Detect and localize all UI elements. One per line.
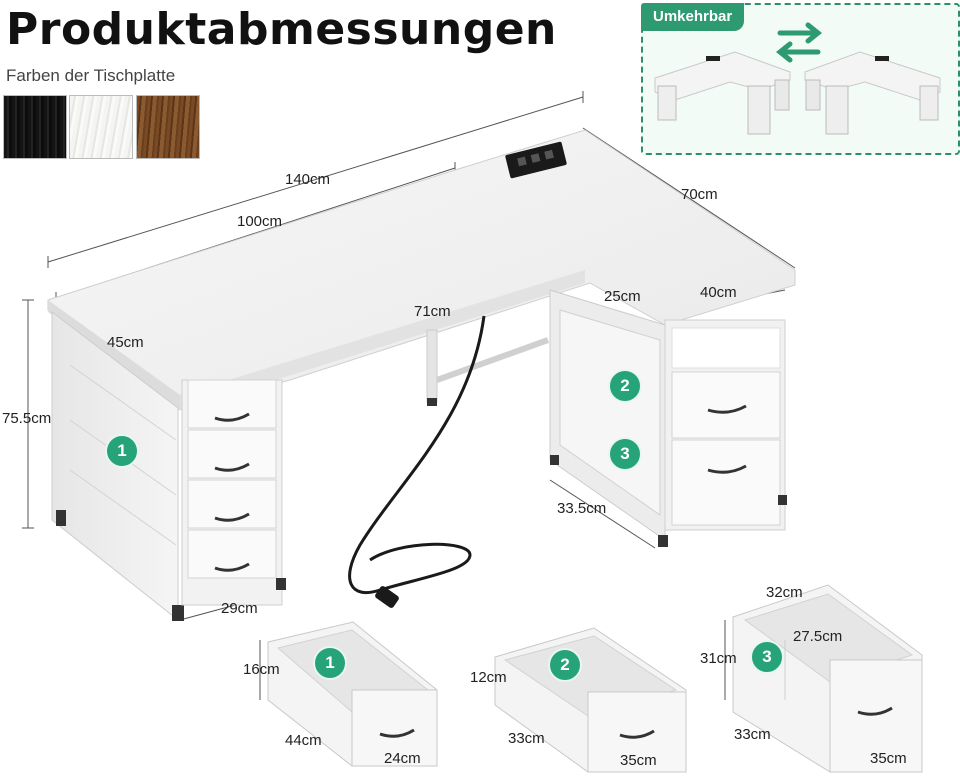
dim-side-width: 40cm bbox=[700, 284, 737, 301]
drawer-2-badge: 2 bbox=[548, 648, 582, 682]
drawer-3-width: 35cm bbox=[870, 750, 907, 767]
swatch-white[interactable] bbox=[69, 95, 133, 159]
desk bbox=[47, 129, 796, 622]
drawer-1-badge: 1 bbox=[313, 646, 347, 680]
drawer-2-height: 12cm bbox=[470, 669, 507, 686]
dim-depth-main: 45cm bbox=[107, 334, 144, 351]
dim-length-total: 140cm bbox=[285, 171, 331, 188]
page-title: Produktabmessungen bbox=[6, 4, 557, 55]
drawer-3-top-width: 32cm bbox=[766, 584, 803, 601]
drawer-2-width: 35cm bbox=[620, 752, 657, 769]
dim-side-top: 25cm bbox=[604, 288, 641, 305]
swatch-black[interactable] bbox=[3, 95, 67, 159]
swatch-wood[interactable] bbox=[136, 95, 200, 159]
drawer-3-illustration bbox=[724, 584, 923, 773]
drawer-3-height: 31cm bbox=[700, 650, 737, 667]
dim-side-cabinet-depth: 33.5cm bbox=[557, 500, 607, 517]
drawer-1-depth: 44cm bbox=[285, 732, 322, 749]
drawer-1-width: 24cm bbox=[384, 750, 421, 767]
dim-inner-width: 71cm bbox=[414, 303, 451, 320]
dim-depth-side: 70cm bbox=[681, 186, 718, 203]
mini-desk-left bbox=[654, 51, 791, 135]
drawer-1-illustration bbox=[259, 621, 438, 767]
drawer-1-height: 16cm bbox=[243, 661, 280, 678]
drawer-2-depth: 33cm bbox=[508, 730, 545, 747]
badge-2: 2 bbox=[608, 369, 642, 403]
reversible-label: Umkehrbar bbox=[641, 3, 745, 31]
dim-cabinet-width: 29cm bbox=[221, 600, 258, 617]
dim-length-main: 100cm bbox=[237, 213, 283, 230]
badge-3: 3 bbox=[608, 437, 642, 471]
dim-height: 75.5cm bbox=[2, 410, 52, 427]
badge-1: 1 bbox=[105, 434, 139, 468]
mini-desk-right bbox=[804, 51, 941, 135]
swap-arrows-icon bbox=[775, 22, 823, 63]
drawer-3-divider: 27.5cm bbox=[793, 628, 843, 645]
drawer-2-illustration bbox=[494, 627, 687, 773]
drawer-3-badge: 3 bbox=[750, 640, 784, 674]
tabletop-colors-label: Farben der Tischplatte bbox=[6, 66, 176, 85]
drawer-3-depth: 33cm bbox=[734, 726, 771, 743]
